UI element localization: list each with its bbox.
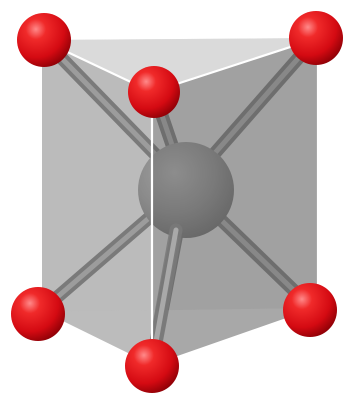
ligand-atom-bottom-right	[283, 283, 337, 337]
ligand-atom-bottom-left	[11, 287, 65, 341]
ligand-atom-bottom-front	[125, 339, 179, 393]
ligand-atom-top-right	[289, 11, 343, 65]
prism-front-faces	[42, 38, 318, 366]
ligand-atom-top-front	[128, 66, 180, 118]
ligand-atom-top-left	[17, 13, 71, 67]
